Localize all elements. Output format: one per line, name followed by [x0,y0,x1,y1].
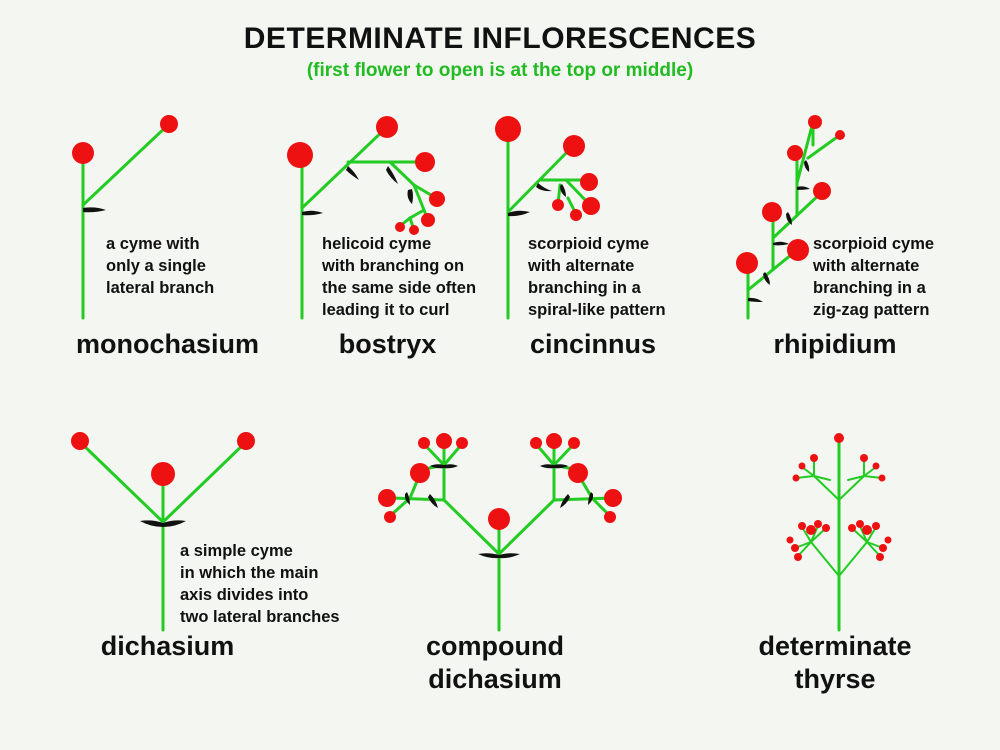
dichasium-label: dichasium [100,631,235,661]
compound-dichasium-label: compound dichasium [405,630,585,696]
description-line: axis divides into [180,586,309,604]
description-line: spiral-like pattern [528,301,666,319]
rhipidium-diagram [736,115,845,320]
monochasium-diagram [72,115,178,320]
description-line: in which the main [180,564,319,582]
description-line: only a single [106,257,206,275]
description-line: zig-zag pattern [813,301,930,319]
dichasium-diagram [71,432,255,632]
description-line: scorpioid cyme [813,235,935,253]
description-line: a simple cyme [180,542,293,560]
page-subtitle: (first flower to open is at the top or m… [306,60,694,81]
description-line: branching in a [813,279,926,297]
description-line: the same side often [322,279,477,297]
description-line: a cyme with [106,235,200,253]
description-line: branching in a [528,279,641,297]
determinate-thyrse-label: determinate thyrse [745,630,925,696]
label-line: dichasium [428,664,562,694]
label-line: compound [426,631,564,661]
description-line: helicoid cyme [322,235,432,253]
description-line: lateral branch [106,279,215,297]
page-title: DETERMINATE INFLORESCENCES [243,22,757,55]
description-line: scorpioid cyme [528,235,650,253]
bostryx-label: bostryx [338,329,437,359]
cincinnus-description: scorpioid cyme with alternate branching … [528,233,666,321]
bostryx-description: helicoid cyme with branching on the same… [322,233,476,321]
monochasium-label: monochasium [75,329,260,359]
dichasium-description: a simple cyme in which the main axis div… [180,540,340,628]
label-line: thyrse [794,664,876,694]
label-line: determinate [758,631,912,661]
cincinnus-label: cincinnus [529,329,657,359]
bostryx-diagram [287,116,445,320]
determinate-thyrse-diagram [786,433,892,632]
cincinnus-diagram [495,116,600,320]
description-line: with branching on [322,257,465,275]
compound-dichasium-diagram [378,433,622,632]
monochasium-description: a cyme with only a single lateral branch [106,233,214,299]
description-line: with alternate [528,257,635,275]
description-line: two lateral branches [180,608,340,626]
rhipidium-label: rhipidium [773,329,897,359]
description-line: with alternate [813,257,920,275]
rhipidium-description: scorpioid cyme with alternate branching … [813,233,934,321]
description-line: leading it to curl [322,301,450,319]
